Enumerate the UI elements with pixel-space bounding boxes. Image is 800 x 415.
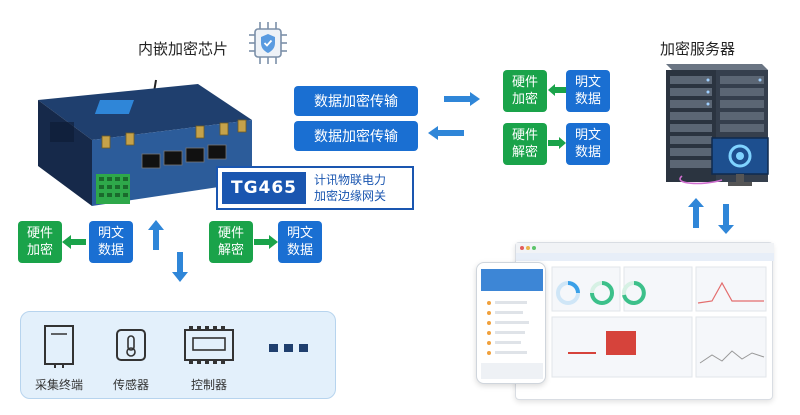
sensor-icon [116, 329, 146, 361]
arrow-right-icon [444, 92, 480, 106]
hardware-decrypt-pill: 硬件解密 [503, 123, 547, 165]
bidirectional-vertical-arrow-icon [688, 198, 734, 234]
industrial-router-icon [38, 79, 252, 206]
plain-data-pill: 明文数据 [89, 221, 133, 263]
server-label: 加密服务器 [660, 40, 736, 58]
server-rack-icon [666, 64, 769, 186]
encrypted-transmission-pill: 数据加密传输 [294, 121, 418, 151]
model-name: TG465 [222, 172, 306, 204]
encrypted-transmission-pill: 数据加密传输 [294, 86, 418, 116]
model-badge: TG465 计讯物联电力 加密边缘网关 [216, 166, 414, 210]
device-more [267, 342, 311, 354]
field-devices-panel: 采集终端 传感器 控制器 [20, 311, 336, 399]
device-controller: 控制器 [183, 324, 235, 393]
hardware-encrypt-pill: 硬件加密 [503, 70, 547, 112]
mobile-app-screen [476, 262, 546, 384]
plain-data-pill: 明文数据 [566, 70, 610, 112]
device-sensor: 传感器 [113, 324, 149, 393]
monitoring-dashboard [515, 242, 774, 400]
arrow-left-icon [62, 235, 86, 249]
badge-line2: 加密边缘网关 [314, 189, 387, 203]
chip-label: 内嵌加密芯片 [138, 40, 229, 58]
phone-screen-icon [481, 269, 543, 379]
device-terminal: 采集终端 [35, 324, 83, 393]
badge-line1: 计讯物联电力 [314, 173, 387, 187]
arrow-left-icon [548, 84, 566, 96]
plain-data-pill: 明文数据 [278, 221, 322, 263]
dashboard-screen-icon [516, 243, 774, 378]
hardware-encrypt-pill: 硬件加密 [18, 221, 62, 263]
arrow-right-icon [548, 137, 566, 149]
bidirectional-vertical-arrow-icon [148, 220, 188, 282]
more-dots-icon [269, 344, 308, 352]
arrow-right-icon [254, 235, 278, 249]
plain-data-pill: 明文数据 [566, 123, 610, 165]
controller-icon [184, 326, 234, 364]
arrow-left-icon [428, 126, 464, 140]
hardware-decrypt-pill: 硬件解密 [209, 221, 253, 263]
terminal-icon [44, 325, 74, 368]
chip-shield-icon [249, 22, 287, 64]
